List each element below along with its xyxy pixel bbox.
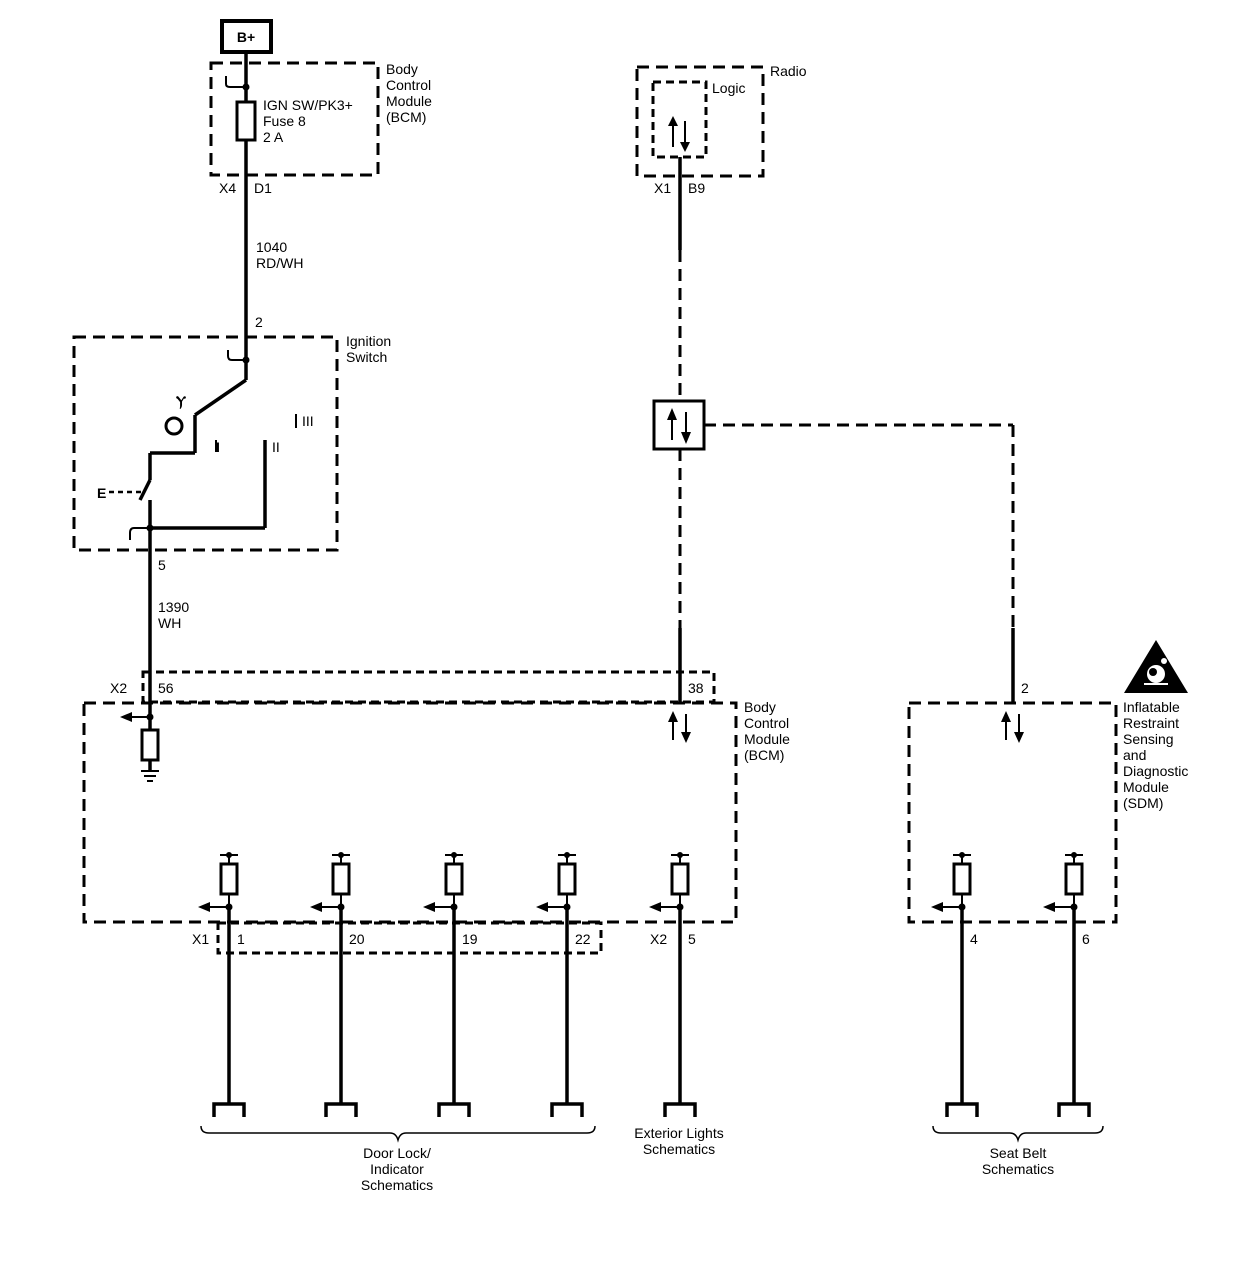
output-wires: [227, 907, 1076, 1104]
bcm-main-label-4: (BCM): [744, 747, 784, 763]
fuse-8: [235, 100, 257, 142]
bcm-top-connector: X4: [219, 180, 236, 196]
battery-power-source: B+: [220, 19, 273, 54]
radio-logic-label: Logic: [712, 80, 745, 96]
bcm-pin-22: 22: [575, 931, 591, 947]
bcm-main-module: Body Control Module (BCM) X2 56 38 X1 1 …: [82, 670, 790, 955]
wire-1390-color: WH: [158, 615, 181, 631]
bcm-pin-56: 56: [158, 680, 174, 696]
sdm-label-4: and: [1123, 747, 1146, 763]
bcm-main-label-2: Control: [744, 715, 789, 731]
ignition-pos-3: III: [302, 413, 314, 429]
wire-1040-color: RD/WH: [256, 255, 303, 271]
sdm-label-2: Restraint: [1123, 715, 1179, 731]
sdm-input-6: [1043, 852, 1084, 912]
bcm-input-20: [310, 852, 351, 912]
bcm-top-label-1: Body: [386, 61, 418, 77]
fuse-label-1: IGN SW/PK3+: [263, 97, 353, 113]
bcm-fuse-module: Body Control Module (BCM) IGN SW/PK3+ Fu…: [209, 61, 432, 177]
bcm-connector-x2: X2: [110, 680, 127, 696]
seat-belt-label-1: Seat Belt: [990, 1145, 1047, 1161]
ignition-pin-5: 5: [158, 557, 166, 573]
bcm-pin-1: 1: [237, 931, 245, 947]
bcm-input-1: [198, 852, 239, 912]
wire-1040-circuit: 1040: [256, 239, 287, 255]
ignition-switch-label-2: Switch: [346, 349, 387, 365]
radio-connector: X1: [654, 180, 671, 196]
svg-text:Ⲩ: Ⲩ: [176, 393, 186, 409]
seat-belt-label-2: Schematics: [982, 1161, 1054, 1177]
bcm-pin-38: 38: [688, 680, 704, 696]
wire-1390-circuit: 1390: [158, 599, 189, 615]
bcm-input-5: [649, 852, 690, 912]
bcm-pin-20: 20: [349, 931, 365, 947]
sdm-label-6: Module: [1123, 779, 1169, 795]
airbag-warning-icon: [1124, 640, 1188, 693]
bcm-top-pin: D1: [254, 180, 272, 196]
sdm-label-1: Inflatable: [1123, 699, 1180, 715]
sdm-input-4: [931, 852, 972, 912]
door-lock-label-2: Indicator: [370, 1161, 424, 1177]
door-lock-label-3: Schematics: [361, 1177, 433, 1193]
exterior-lights-label-1: Exterior Lights: [634, 1125, 723, 1141]
bcm-pin-19: 19: [462, 931, 478, 947]
bcm-pin-5: 5: [688, 931, 696, 947]
bcm-input-19: [423, 852, 464, 912]
bcm-top-label-3: Module: [386, 93, 432, 109]
sdm-label-3: Sensing: [1123, 731, 1174, 747]
radio-module: Radio Logic: [635, 63, 807, 178]
exterior-lights-label-2: Schematics: [643, 1141, 715, 1157]
sdm-pin-2: 2: [1021, 680, 1029, 696]
battery-label: B+: [237, 29, 255, 45]
sdm-label-5: Diagnostic: [1123, 763, 1188, 779]
sdm-module: Inflatable Restraint Sensing and Diagnos…: [907, 640, 1188, 947]
bcm-top-label-4: (BCM): [386, 109, 426, 125]
bcm-main-label-1: Body: [744, 699, 776, 715]
sdm-pin-6: 6: [1082, 931, 1090, 947]
door-lock-label-1: Door Lock/: [363, 1145, 431, 1161]
fuse-label-2: Fuse 8: [263, 113, 306, 129]
terminal-connectors: [212, 1102, 1091, 1117]
ignition-switch-label-1: Ignition: [346, 333, 391, 349]
bcm-main-label-3: Module: [744, 731, 790, 747]
ignition-pos-e: E: [97, 485, 106, 501]
radio-label: Radio: [770, 63, 807, 79]
ignition-switch: Ignition Switch 2 Ⲩ E I II III 5: [72, 314, 391, 573]
ignition-pos-2: II: [272, 439, 280, 455]
bcm-input-22: [536, 852, 577, 912]
sdm-label-7: (SDM): [1123, 795, 1163, 811]
group-braces: [200, 1125, 1104, 1143]
bcm-connector-x1: X1: [192, 931, 209, 947]
sdm-pin-4: 4: [970, 931, 978, 947]
radio-pin: B9: [688, 180, 705, 196]
bcm-top-label-2: Control: [386, 77, 431, 93]
ignition-pin-2: 2: [255, 314, 263, 330]
ignition-pos-1: I: [216, 439, 220, 455]
serial-data-splice: [652, 399, 706, 451]
bcm-connector-x2b: X2: [650, 931, 667, 947]
fuse-label-3: 2 A: [263, 129, 284, 145]
